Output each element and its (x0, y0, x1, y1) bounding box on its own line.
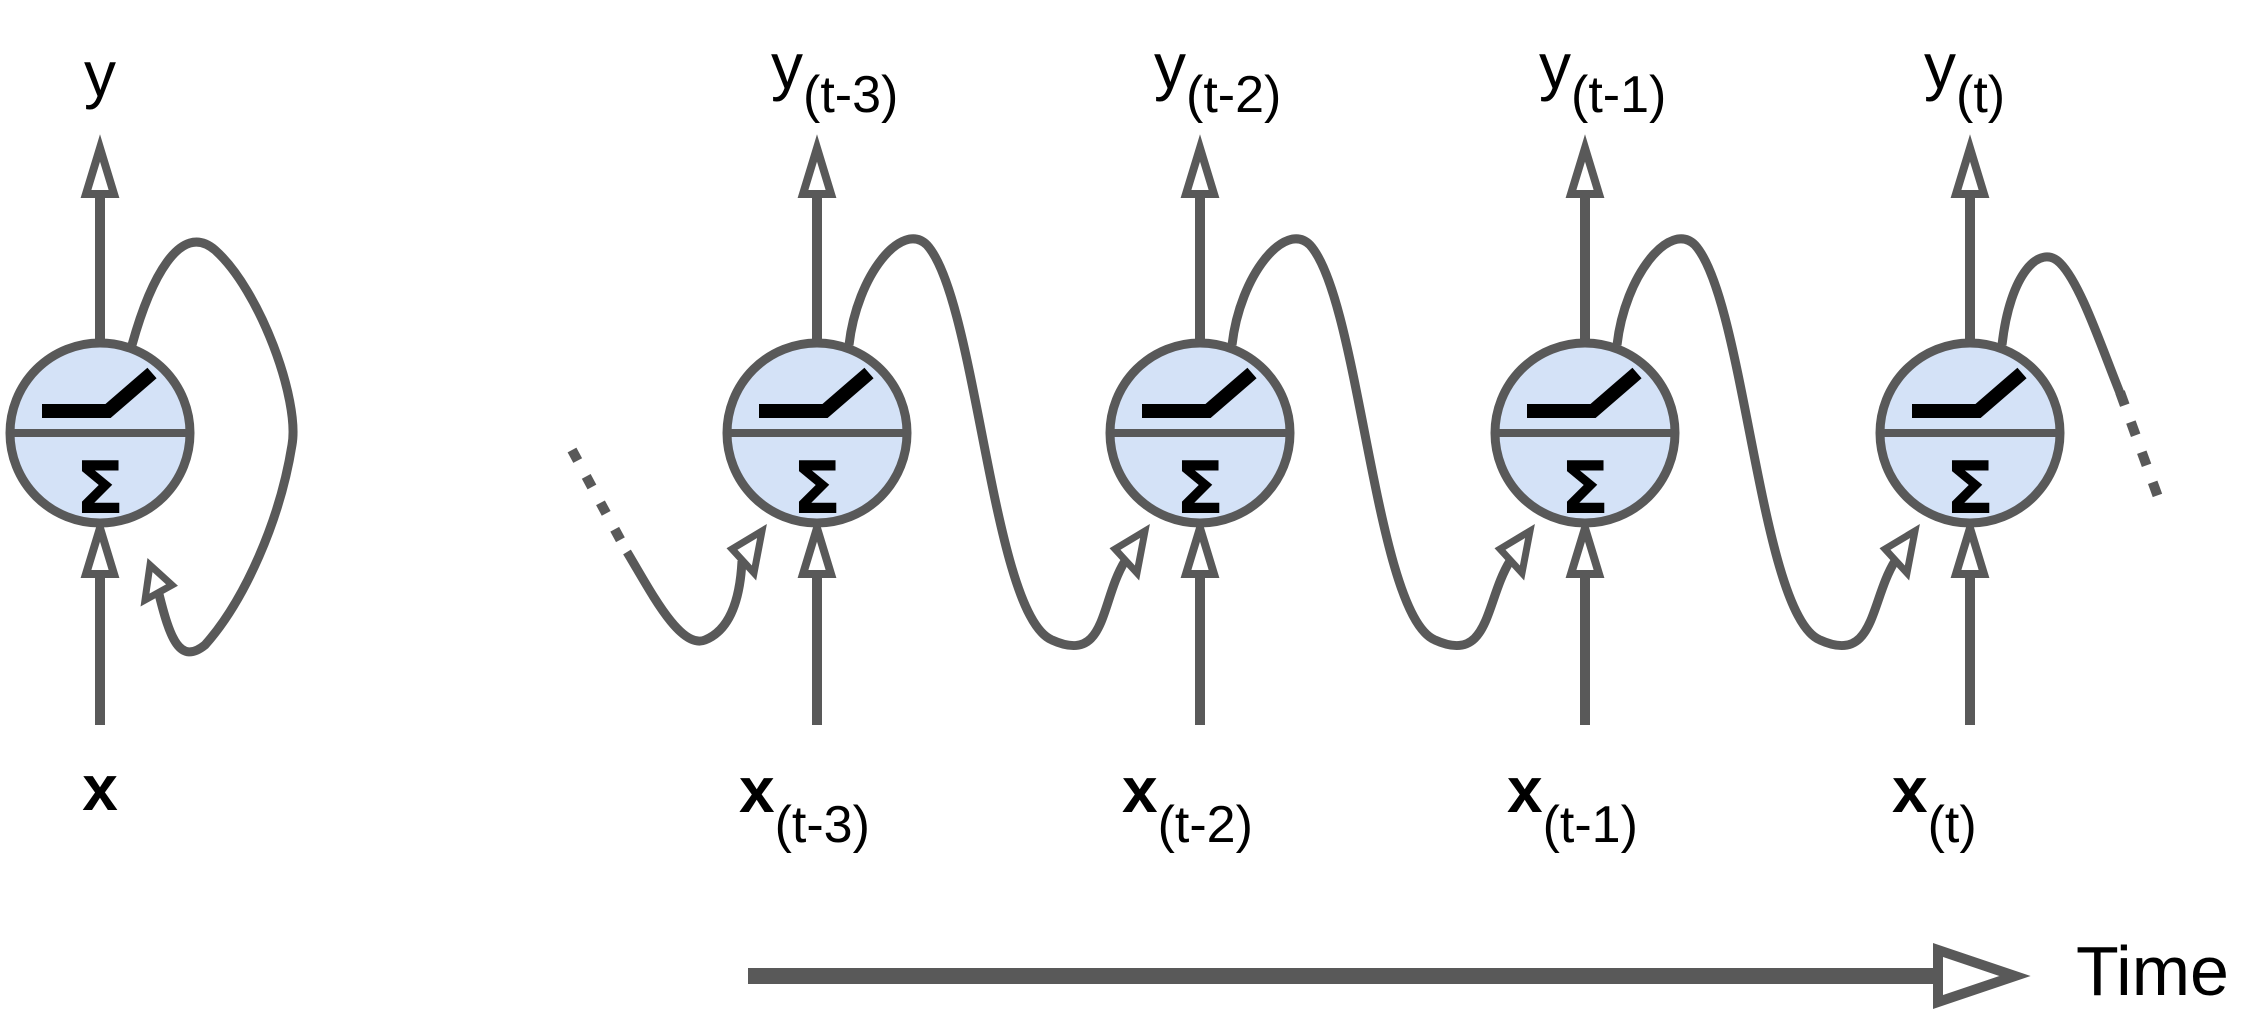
output-label: y(t-2) (1154, 30, 1281, 124)
output-letter: y (1539, 30, 1571, 102)
input-label: x(t-1) (1507, 754, 1638, 854)
input-letter: x (1122, 754, 1158, 826)
output-subscript: (t) (1956, 66, 2005, 124)
input-label: x(t) (1892, 754, 1977, 854)
unrolled-neuron: Σ (1875, 338, 2065, 530)
input-subscript: (t-1) (1543, 796, 1638, 854)
sigma-summation-icon: Σ (1945, 446, 1994, 530)
output-subscript: (t-3) (803, 66, 898, 124)
folded-output-arrow (80, 134, 120, 343)
time-step-4: Σy(t)x(t) (1875, 30, 2065, 854)
time-step-3: Σy(t-1)x(t-1) (1490, 30, 1680, 854)
input-label: x(t-2) (1122, 754, 1253, 854)
input-letter: x (739, 754, 775, 826)
input-label: x(t-3) (739, 754, 870, 854)
output-label: y(t-1) (1539, 30, 1666, 124)
sigma-summation-icon: Σ (75, 446, 124, 530)
output-label: y(t-3) (771, 30, 898, 124)
recurrent-link-incoming (623, 523, 767, 646)
output-letter: y (771, 30, 803, 102)
time-axis-label: Time (2076, 932, 2229, 1010)
folded-rnn: y x Σ (5, 38, 298, 824)
input-subscript: (t) (1928, 796, 1977, 854)
sigma-summation-icon: Σ (792, 446, 841, 530)
output-arrow (1180, 134, 1220, 341)
input-letter: x (1507, 754, 1543, 826)
unrolled-neuron: Σ (1490, 338, 1680, 530)
output-letter: y (1154, 30, 1186, 102)
output-subscript: (t-1) (1571, 66, 1666, 124)
step-activation-icon (42, 367, 157, 418)
step-activation-icon (1142, 367, 1257, 418)
output-letter: y (1924, 30, 1956, 102)
time-step-2: Σy(t-2)x(t-2) (1105, 30, 1295, 854)
input-arrow (797, 514, 837, 725)
continuation-dots-left (567, 447, 632, 555)
input-arrow (1180, 514, 1220, 725)
output-arrow (1565, 134, 1605, 341)
folded-neuron: Σ (5, 338, 195, 530)
continuation-dots-right (2115, 390, 2167, 510)
sigma-summation-icon: Σ (1175, 446, 1224, 530)
input-subscript: (t-2) (1158, 796, 1253, 854)
recurrent-link-3 (1612, 234, 1920, 651)
folded-neuron-cell: Σ (5, 338, 195, 530)
input-arrow (1565, 514, 1605, 725)
output-label: y(t) (1924, 30, 2005, 124)
unrolled-neuron: Σ (722, 338, 912, 530)
input-arrow (1950, 514, 1990, 725)
folded-output-label: y (84, 38, 116, 110)
unrolled-cells: Σy(t-3)x(t-3)Σy(t-2)x(t-2)Σy(t-1)x(t-1)Σ… (722, 30, 2065, 854)
folded-input-label: x (82, 752, 118, 824)
recurrent-links (623, 234, 2125, 651)
input-letter: x (1892, 754, 1928, 826)
time-axis-arrowhead (1933, 943, 2031, 1009)
input-subscript: (t-3) (775, 796, 870, 854)
unrolled-neuron: Σ (1105, 338, 1295, 530)
time-step-1: Σy(t-3)x(t-3) (722, 30, 912, 854)
step-activation-icon (1527, 367, 1642, 418)
sigma-summation-icon: Σ (1560, 446, 1609, 530)
output-arrow (797, 134, 837, 341)
folded-input-arrow (80, 514, 120, 725)
step-activation-icon (759, 367, 874, 418)
folded-self-loop (127, 237, 298, 657)
recurrent-link-1 (844, 234, 1150, 651)
unrolled-rnn: Σy(t-3)x(t-3)Σy(t-2)x(t-2)Σy(t-1)x(t-1)Σ… (567, 30, 2167, 854)
time-axis: Time (748, 932, 2229, 1010)
recurrent-link-outgoing (1997, 252, 2125, 395)
step-activation-icon (1912, 367, 2027, 418)
output-subscript: (t-2) (1186, 66, 1281, 124)
folded-arrows (80, 134, 298, 725)
recurrent-link-2 (1227, 234, 1535, 651)
output-arrow (1950, 134, 1990, 341)
